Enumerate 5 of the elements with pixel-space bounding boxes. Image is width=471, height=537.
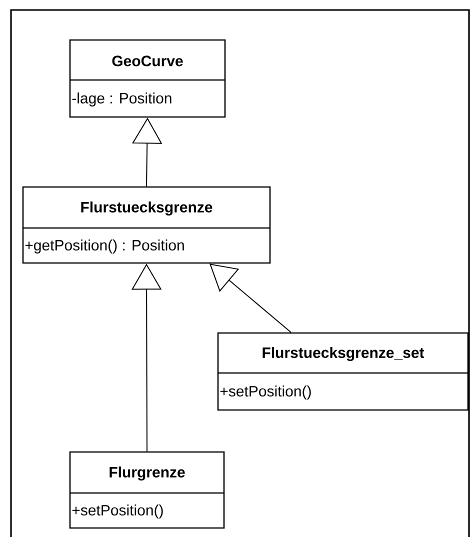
class-box: Flurgrenze +setPosition() bbox=[69, 451, 225, 529]
class-box: GeoCurve -lage : Position bbox=[69, 39, 226, 118]
inheritance-arrow bbox=[210, 264, 292, 333]
class-box: Flurstuecksgrenze_set +setPosition() bbox=[217, 332, 469, 411]
class-box: Flurstuecksgrenze +getPosition() : Position bbox=[22, 186, 271, 264]
